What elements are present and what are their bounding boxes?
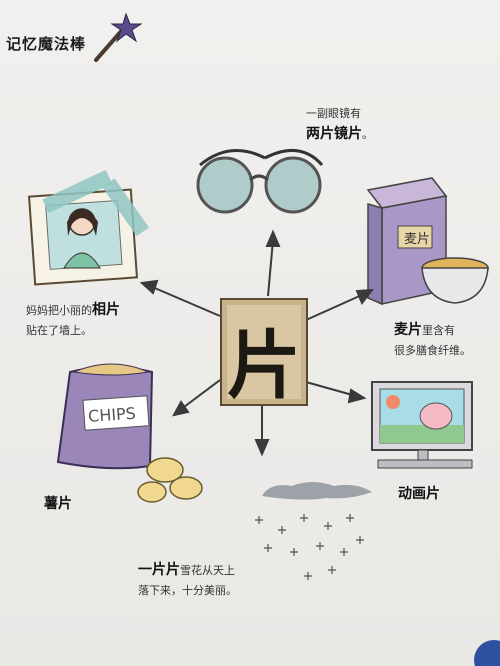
- chips-bag-icon: CHIPS: [56, 363, 203, 503]
- caption-cartoon: 动画片: [398, 484, 440, 505]
- caption-glasses-tail: 。: [362, 128, 373, 141]
- cereal-box-label: 麦片: [404, 232, 430, 247]
- page-title: 记忆魔法棒: [6, 35, 87, 53]
- caption-cereal-post: 里含有: [422, 324, 455, 337]
- caption-cartoon-bold: 动画片: [398, 486, 440, 502]
- cereal-box-icon: 麦片: [366, 177, 489, 306]
- caption-cereal-line2: 很多膳食纤维。: [394, 344, 471, 357]
- chips-bag-label: CHIPS: [88, 404, 137, 426]
- caption-snow: 一片片雪花从天上 落下来，十分美丽。: [138, 560, 237, 601]
- caption-snow-bold: 一片片: [138, 562, 180, 578]
- snow-cloud-icon: [255, 482, 372, 580]
- center-character: 片: [227, 323, 301, 409]
- caption-cereal-bold: 麦片: [394, 322, 422, 338]
- caption-glasses-bold: 两片镜片: [306, 126, 362, 142]
- caption-glasses: 一副眼镜有 两片镜片。: [306, 104, 373, 145]
- caption-photo-pre: 妈妈把小丽的: [26, 304, 92, 317]
- caption-cereal: 麦片里含有 很多膳食纤维。: [394, 320, 471, 361]
- tv-icon: [371, 381, 473, 469]
- caption-chips-bold: 薯片: [44, 496, 72, 512]
- glasses-icon: [196, 148, 324, 214]
- caption-photo-bold: 相片: [92, 302, 120, 318]
- caption-photo-line2: 贴在了墙上。: [26, 324, 92, 337]
- caption-glasses-line1: 一副眼镜有: [306, 107, 361, 120]
- center-character-card: 片: [220, 298, 308, 409]
- photo-frame-icon: [27, 169, 149, 286]
- caption-photo: 妈妈把小丽的相片 贴在了墙上。: [26, 300, 120, 341]
- caption-snow-post: 雪花从天上: [180, 564, 235, 577]
- caption-chips: 薯片: [44, 494, 72, 515]
- caption-snow-line2: 落下来，十分美丽。: [138, 584, 237, 597]
- arrows: [139, 229, 375, 457]
- magic-wand-icon: [94, 12, 143, 62]
